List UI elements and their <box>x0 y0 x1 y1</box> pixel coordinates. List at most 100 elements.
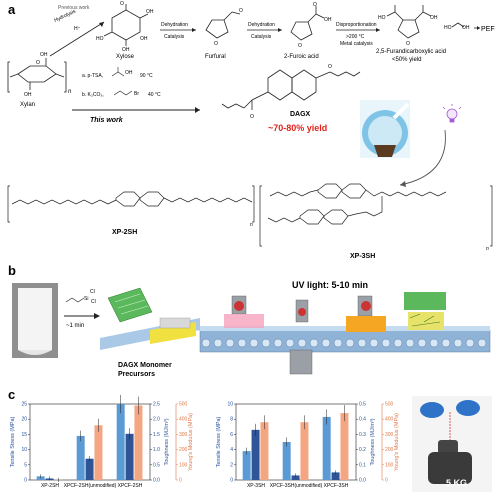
ytick-right-label: 0.0 <box>359 478 366 484</box>
fdca-label: 2,5-Furandicarboxylic acid <box>376 49 446 55</box>
ytick-right2-label: 400 <box>179 417 188 423</box>
pef-label: PEF <box>481 26 495 33</box>
bar <box>282 442 291 480</box>
photopolymerization-arrow <box>399 129 446 186</box>
bar <box>260 422 269 480</box>
disproportionation-label: Disproportionation <box>336 22 377 28</box>
ytick-left-label: 15 <box>21 432 27 438</box>
roller <box>273 338 283 348</box>
ytick-right-label: 0.5 <box>153 462 160 468</box>
furoic-acid-structure <box>290 6 325 41</box>
precursors-label: Precursors <box>118 371 155 378</box>
roller <box>225 338 235 348</box>
ytick-right-label: 0.3 <box>359 432 366 438</box>
roller <box>477 338 487 348</box>
dagx-monomer-label: DAGX Monomer <box>118 362 172 369</box>
treated-sheet-icon <box>107 287 153 323</box>
robot-arm-3 <box>346 295 386 332</box>
roller <box>429 338 439 348</box>
bar <box>125 433 134 480</box>
xp-3sh-label: XP-3SH <box>350 253 375 260</box>
ytick-right2-label: 400 <box>385 417 394 423</box>
hydrolysis-arrowhead <box>99 22 104 27</box>
xylose-label: Xylose <box>116 54 135 60</box>
ytick-right2-label: 500 <box>179 402 188 408</box>
svg-text:O: O <box>214 41 218 47</box>
svg-text:O: O <box>406 41 410 47</box>
ytick-right-label: 0.0 <box>153 478 160 484</box>
roller <box>321 338 331 348</box>
panel-c-label: c <box>8 387 15 402</box>
furfural-structure <box>205 11 241 39</box>
xylan-structure <box>7 58 67 93</box>
step-b-reagent: Br <box>134 91 139 97</box>
ytick-left-label: 10 <box>21 447 27 453</box>
roller <box>309 338 319 348</box>
category-label: XP-3SH <box>247 483 265 489</box>
roller <box>297 338 307 348</box>
ytick-right-label: 0.1 <box>359 462 366 468</box>
bar <box>134 405 143 480</box>
svg-text:OH: OH <box>430 15 438 21</box>
roller <box>381 338 391 348</box>
ytick-right-label: 1.0 <box>153 447 160 453</box>
ytick-left-label: 10 <box>227 402 233 408</box>
conveyor-rollers <box>201 338 487 348</box>
xp-2sh-label: XP-2SH <box>112 229 137 236</box>
category-label: XPCF-3SH <box>324 483 349 489</box>
bar <box>242 451 251 480</box>
chlorine-label-1: Cl <box>90 289 95 295</box>
panel-b-label: b <box>8 263 16 278</box>
svg-text:OH: OH <box>122 47 130 53</box>
previous-work-label: Previous work <box>58 5 90 11</box>
final-product-block <box>404 292 446 330</box>
robot-arm-1 <box>224 295 264 328</box>
ylabel-right2: Young's Modulus (MPa) <box>188 413 194 471</box>
roller <box>417 338 427 348</box>
svg-text:O: O <box>120 1 124 7</box>
xylan-label: Xylan <box>20 102 35 108</box>
ytick-right-label: 0.2 <box>359 447 366 453</box>
step-a-condition: 90 °C <box>140 73 153 79</box>
ytick-left-label: 0 <box>24 478 27 484</box>
step-a-label: a. p-TSA, <box>82 73 103 79</box>
ytick-left-label: 0 <box>230 478 233 484</box>
category-label: XPCF-2SH <box>118 483 143 489</box>
uv-lightbulb-icon <box>442 104 462 123</box>
category-label: XPCF-2SH(unmodified) <box>64 483 117 489</box>
svg-text:n: n <box>250 222 253 228</box>
yellow-substrate-block <box>150 317 196 344</box>
silane-label: Si <box>84 296 88 302</box>
ytick-left-label: 2 <box>230 462 233 468</box>
fdca-structure <box>386 5 432 39</box>
dagx-vial-photo <box>360 100 410 158</box>
ytick-right2-label: 200 <box>385 447 394 453</box>
ytick-right2-label: 300 <box>179 432 188 438</box>
bar <box>251 429 260 480</box>
svg-text:HO: HO <box>378 15 386 21</box>
acetic-acid-structure <box>111 67 125 77</box>
svg-text:OH: OH <box>140 36 148 42</box>
roller <box>261 338 271 348</box>
bar <box>76 435 85 480</box>
dehydration-1-label: Dehydration <box>161 22 188 28</box>
svg-text:HO: HO <box>444 25 452 31</box>
ytick-right2-label: 100 <box>385 462 394 468</box>
uv-light-label: UV light: 5-10 min <box>292 280 368 290</box>
bar <box>322 416 331 480</box>
roller <box>453 338 463 348</box>
paper-sheet-photo <box>12 283 58 358</box>
ytick-right2-label: 500 <box>385 402 394 408</box>
ytick-right-label: 2.0 <box>153 417 160 423</box>
bar <box>340 413 349 480</box>
dagx-structure <box>221 69 361 110</box>
step-b-label: b. K₂CO₃, <box>82 92 104 98</box>
roller <box>285 338 295 348</box>
ylabel-left: Tensile Stress (MPa) <box>216 416 222 467</box>
ytick-right2-label: 300 <box>385 432 394 438</box>
chart-mechanical-2sh: 05101520250.00.51.01.52.02.5010020030040… <box>10 394 194 489</box>
ytick-right-label: 0.5 <box>359 402 366 408</box>
svg-text:OH: OH <box>462 25 470 31</box>
roller <box>369 338 379 348</box>
